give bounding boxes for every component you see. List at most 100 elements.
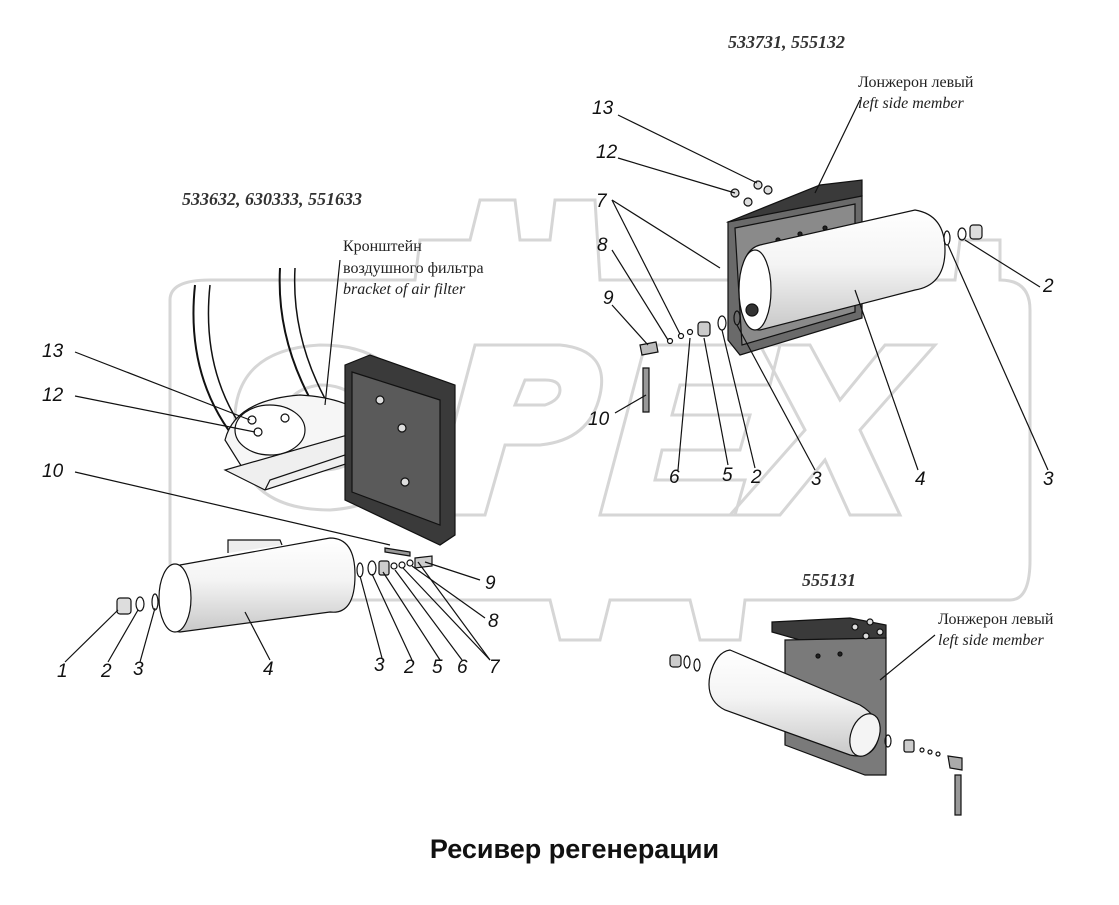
callout-2-top: 2: [751, 467, 762, 488]
washer-2-top-left: [717, 315, 727, 331]
pipe-10-top: [642, 367, 650, 413]
receiver-tank-left-end: [158, 563, 192, 633]
callout-7-top: 7: [596, 191, 607, 212]
leader-4-left: [244, 611, 271, 661]
callout-3-left: 3: [133, 659, 144, 680]
ring-bottom-2: [693, 658, 701, 672]
leader-7-top-b: [611, 199, 721, 269]
ring-3-top-right: [943, 230, 951, 246]
bolt-12-left: [253, 427, 263, 437]
washer-2-left: [135, 596, 145, 612]
fitting-bottom-left: [669, 654, 682, 668]
leader-12-left: [74, 395, 256, 433]
receiver-tank-bottom-end: [849, 713, 881, 757]
ring-6-top: [686, 328, 694, 336]
callout-6-left: 6: [457, 657, 468, 678]
note-bracket-ru-2: воздушного фильтра: [343, 260, 484, 277]
leader-9-top: [611, 304, 649, 346]
watermark-letter-p: [428, 343, 604, 517]
bracket-strap-left: [192, 284, 241, 446]
ring-bottom-5: [927, 749, 933, 755]
callout-1-left: 1: [57, 661, 68, 682]
diagram-title: Ресивер регенерации: [429, 834, 720, 864]
leader-4-top: [854, 289, 919, 471]
tank-top-port: [745, 303, 759, 317]
leader-5-top: [703, 337, 729, 466]
leader-2-left: [107, 609, 139, 663]
leader-8-top: [611, 249, 669, 341]
leader-6-top: [677, 337, 691, 471]
washer-2-top-right: [957, 227, 967, 241]
callout-3-top-right: 3: [1043, 469, 1054, 490]
watermark-letter-x: [726, 343, 939, 517]
leader-13-left: [74, 351, 251, 421]
elbow-9-left: [414, 555, 433, 569]
leader-3-top: [736, 324, 816, 471]
ring-7-top: [677, 332, 685, 340]
ring-bottom-6: [935, 751, 941, 757]
callout-6-top: 6: [669, 467, 680, 488]
pipe-10-left: [384, 547, 411, 557]
leader-7-top-a: [611, 199, 681, 335]
note-member-en-top: left side member: [858, 95, 964, 112]
plate-hole-2: [400, 477, 410, 487]
note-member-en-bottom: left side member: [938, 632, 1044, 649]
nut-5-left: [378, 560, 390, 576]
callout-3-left-r: 3: [374, 655, 385, 676]
callout-13-left: 13: [42, 341, 64, 362]
callout-2-left-r: 2: [404, 657, 415, 678]
callout-8-top: 8: [597, 235, 608, 256]
model-label-top-right: 533731, 555132: [728, 32, 845, 52]
elbow-9-top: [639, 341, 659, 356]
callout-2-left: 2: [101, 661, 112, 682]
plate-hole-bottom-1: [815, 653, 821, 659]
bolt-bottom-2: [866, 618, 874, 626]
elbow-bottom: [947, 755, 963, 771]
callout-12-left: 12: [42, 385, 64, 406]
leader-3-left-r: [359, 575, 383, 659]
leader-12-top: [617, 157, 736, 194]
leader-2-left-r: [371, 573, 413, 661]
plate-hole-1: [375, 395, 385, 405]
callout-12-top: 12: [596, 142, 618, 163]
leader-5-left: [382, 571, 441, 661]
leader-7-left-a: [402, 567, 491, 661]
bolt-top-3: [743, 197, 753, 207]
ring-3-left: [151, 593, 159, 611]
bolt-bottom-4: [876, 628, 884, 636]
note-bracket-en: bracket of air filter: [343, 281, 466, 298]
nut-bottom: [903, 739, 915, 753]
ring-bottom-3: [884, 734, 892, 748]
ring-bottom-4: [919, 747, 925, 753]
callout-7-left: 7: [489, 657, 500, 678]
callout-9-top: 9: [603, 288, 614, 309]
leader-2-top-right: [964, 239, 1041, 288]
leader-2-top: [721, 329, 756, 469]
callout-3-top: 3: [811, 469, 822, 490]
callout-4-left: 4: [263, 659, 274, 680]
leader-1-left: [64, 609, 119, 663]
ring-7-left: [398, 561, 406, 569]
bolt-extra: [280, 413, 290, 423]
leader-member-top: [814, 99, 861, 194]
fitting-top-right: [969, 224, 983, 240]
callout-5-left: 5: [432, 657, 443, 678]
fitting-1-left: [116, 597, 132, 615]
leader-10-top: [614, 394, 647, 414]
note-member-ru-top: Лонжерон левый: [858, 74, 974, 91]
leader-10-left: [74, 471, 391, 546]
ring-8-top: [666, 337, 674, 345]
bolt-top-4: [763, 185, 773, 195]
tank-mount-bracket: [227, 539, 283, 553]
washer-2-right-left: [367, 560, 377, 576]
leader-6-left: [394, 569, 463, 661]
callout-10-left: 10: [42, 461, 64, 482]
leader-3-top-right: [947, 244, 1049, 471]
callout-4-top: 4: [915, 469, 926, 490]
leader-member-bottom: [879, 634, 936, 681]
plate-hole-3: [397, 423, 407, 433]
leader-9-left: [424, 561, 481, 581]
callout-13-top: 13: [592, 98, 614, 119]
plate-hole-bottom-2: [837, 651, 843, 657]
